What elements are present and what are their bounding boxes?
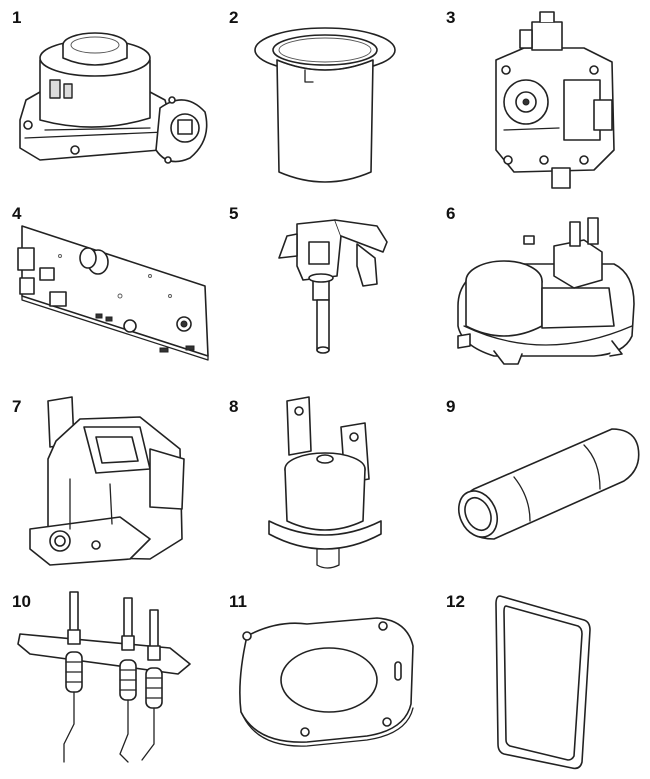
rectangular-seal-illustration [495,595,591,770]
part-cell-11: 11 [217,584,433,779]
part-cell-3: 3 [434,0,650,195]
fuse-illustration [457,428,640,540]
part-cell-4: 4 [0,196,216,391]
gas-valve-illustration [495,11,615,189]
part-cell-1: 1 [0,0,216,195]
part-number-11: 11 [229,592,247,611]
sensor-illustration [278,219,388,354]
electrode-illustration [17,591,191,763]
part-cell-12: 12 [434,584,650,779]
ceramic-insulators [65,651,163,709]
fan-blower-illustration [19,32,208,164]
flue-sleeve-illustration [254,27,396,183]
part-number-7: 7 [12,397,22,416]
pressure-switch-illustration [457,217,635,365]
diverter-motor-illustration [29,396,185,566]
part-number-1: 1 [12,8,22,27]
pcb-board-illustration [17,225,209,361]
part-number-8: 8 [229,397,239,416]
part-cell-7: 7 [0,389,216,584]
part-cell-2: 2 [217,0,433,195]
part-number-9: 9 [446,397,456,416]
gasket-plate-illustration [239,617,414,747]
part-number-4: 4 [12,204,22,223]
part-number-3: 3 [446,8,456,27]
thermostat-illustration [268,396,382,569]
part-number-6: 6 [446,204,456,223]
part-cell-8: 8 [217,389,433,584]
part-cell-10: 10 [0,584,216,779]
part-cell-5: 5 [217,196,433,391]
part-cell-9: 9 [434,389,650,584]
part-number-5: 5 [229,204,239,223]
part-number-12: 12 [446,592,465,611]
part-number-10: 10 [12,592,31,611]
part-number-2: 2 [229,8,239,27]
part-cell-6: 6 [434,196,650,391]
